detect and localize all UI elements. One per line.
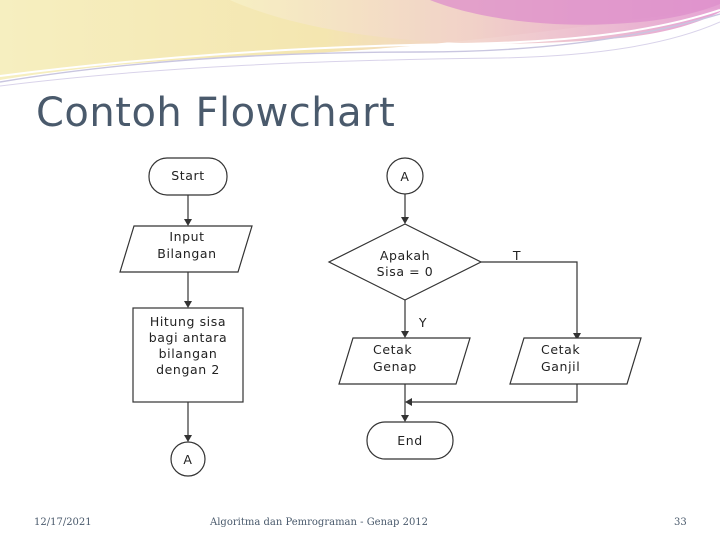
end-terminal [366, 421, 454, 460]
process-label-line4: dengan 2 [156, 362, 220, 377]
end-label: End [397, 433, 423, 448]
output-even-line2: Genap [373, 359, 417, 374]
connector-a-in-label: A [400, 169, 409, 184]
output-even-line1: Cetak [373, 342, 412, 357]
arrow-head [401, 217, 409, 224]
arrow-head [184, 219, 192, 226]
input-label-line2: Bilangan [157, 246, 216, 261]
footer-date: 12/17/2021 [34, 517, 92, 528]
start-label: Start [171, 168, 205, 183]
decorative-banner [0, 0, 720, 87]
flowchart-diagram: Start Input Bilangan Hitung sisa bagi an… [119, 157, 642, 477]
arrow-head [184, 301, 192, 308]
no-label: T [512, 248, 521, 263]
output-even-box [338, 337, 471, 385]
arrow-head [401, 415, 409, 422]
connector-a-out-label: A [183, 452, 192, 467]
footer-page-number: 33 [674, 517, 687, 528]
process-box [132, 307, 244, 403]
input-box [119, 225, 253, 273]
flow-arrow-no [481, 261, 578, 333]
arrow-head [401, 331, 409, 338]
process-label-line2: bagi antara [149, 330, 228, 345]
process-label-line3: bilangan [159, 346, 218, 361]
arrow-head [405, 398, 412, 406]
connector-a-out [170, 441, 206, 477]
slide-title: Contoh Flowchart [36, 90, 396, 136]
flow-arrow-merge [412, 384, 578, 403]
process-label-line1: Hitung sisa [150, 314, 226, 329]
output-odd-line1: Cetak [541, 342, 580, 357]
decision-label-line1: Apakah [380, 248, 430, 263]
output-odd-line2: Ganjil [541, 359, 580, 374]
input-label-line1: Input [169, 229, 204, 244]
decision-label-line2: Sisa = 0 [377, 264, 434, 279]
footer-course: Algoritma dan Pemrograman - Genap 2012 [210, 517, 429, 528]
arrow-head [184, 435, 192, 442]
yes-label: Y [418, 315, 427, 330]
output-odd-box [509, 337, 642, 385]
arrow-head [573, 333, 581, 340]
